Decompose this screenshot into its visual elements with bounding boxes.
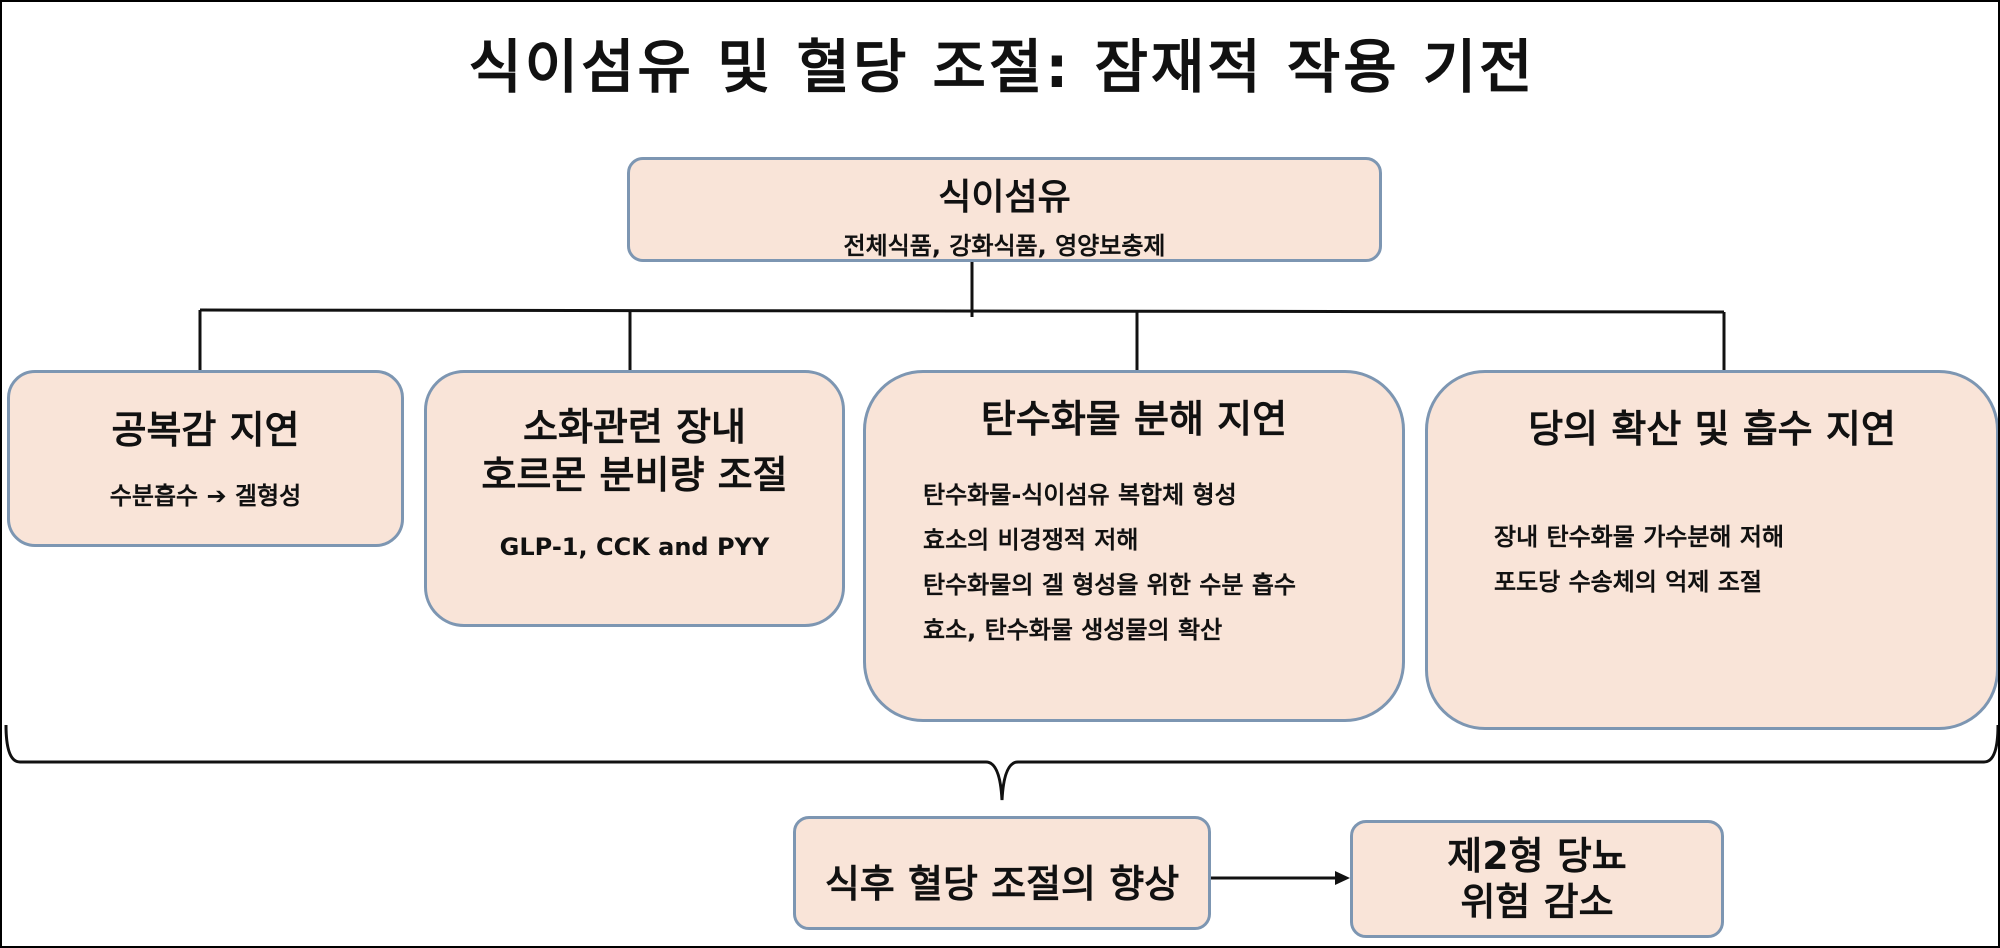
arrow-head [1335, 871, 1350, 885]
outcome-title: 식후 혈당 조절의 향상 [824, 862, 1180, 906]
list-item: 탄수화물-식이섬유 복합체 형성 [923, 481, 1237, 509]
mechanism-detail: 수분흡수 ➔ 겔형성 [109, 482, 302, 510]
mechanism-list: 탄수화물-식이섬유 복합체 형성 효소의 비경쟁적 저해 탄수화물의 겔 형성을… [923, 473, 1402, 653]
mechanism-detail: GLP-1, CCK and PYY [499, 533, 770, 561]
mechanism-title: 공복감 지연 [111, 408, 300, 452]
mechanism-title-line: 호르몬 분비량 조절 [481, 453, 788, 497]
bracket-brace [4, 724, 1998, 801]
mechanism-box-hormones: 소화관련 장내 호르몬 분비량 조절 GLP-1, CCK and PYY [424, 370, 845, 627]
mechanism-title: 탄수화물 분해 지연 [980, 397, 1288, 441]
outcome-title-line: 제2형 당뇨 [1447, 834, 1627, 878]
mechanism-title: 당의 확산 및 흡수 지연 [1528, 407, 1896, 451]
list-item: 포도당 수송체의 억제 조절 [1494, 568, 1762, 596]
list-item: 탄수화물의 겔 형성을 위한 수분 흡수 [923, 571, 1296, 599]
mechanism-box-sugar-absorption: 당의 확산 및 흡수 지연 장내 탄수화물 가수분해 저해 포도당 수송체의 억… [1425, 370, 1998, 730]
list-item: 효소, 탄수화물 생성물의 확산 [923, 616, 1223, 644]
mechanism-box-satiety: 공복감 지연 수분흡수 ➔ 겔형성 [7, 370, 404, 547]
outcome-title: 제2형 당뇨 위험 감소 [1353, 833, 1721, 925]
outcome-title-line: 위험 감소 [1460, 880, 1614, 924]
list-item: 효소의 비경쟁적 저해 [923, 526, 1139, 554]
mechanism-title: 소화관련 장내 호르몬 분비량 조절 [427, 403, 842, 499]
list-item: 장내 탄수화물 가수분해 저해 [1494, 523, 1785, 551]
dietary-fiber-box: 식이섬유 전체식품, 강화식품, 영양보충제 [627, 157, 1382, 262]
connector-horizontal-bar [199, 308, 1725, 314]
dietary-fiber-title: 식이섬유 [938, 177, 1071, 218]
diagram-title: 식이섬유 및 혈당 조절: 잠재적 작용 기전 [468, 33, 1536, 101]
outcome-box-glucose-control: 식후 혈당 조절의 향상 [793, 816, 1211, 930]
dietary-fiber-sources: 전체식품, 강화식품, 영양보충제 [843, 232, 1166, 260]
mechanism-title-line: 소화관련 장내 [523, 405, 746, 449]
mechanism-box-carb-breakdown: 탄수화물 분해 지연 탄수화물-식이섬유 복합체 형성 효소의 비경쟁적 저해 … [863, 370, 1405, 722]
mechanism-list: 장내 탄수화물 가수분해 저해 포도당 수송체의 억제 조절 [1494, 515, 1996, 605]
outcome-box-diabetes-risk: 제2형 당뇨 위험 감소 [1350, 820, 1724, 938]
